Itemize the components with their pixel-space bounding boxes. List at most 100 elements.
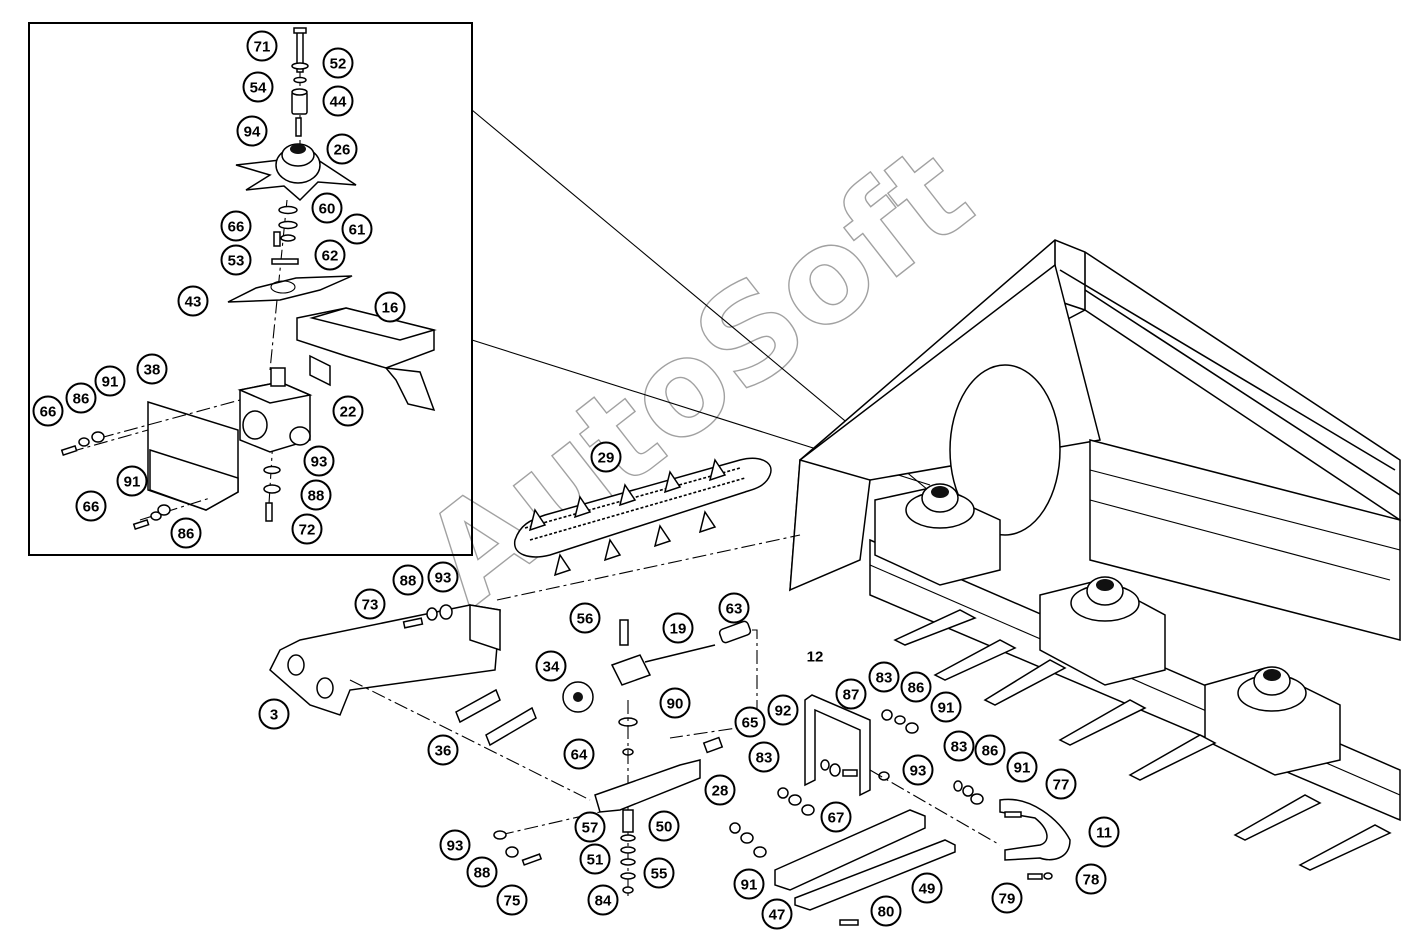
- callout-label: 55: [651, 866, 668, 883]
- callout-label: 3: [270, 707, 278, 724]
- callout-57: 57: [574, 811, 606, 843]
- callout-label: 61: [349, 222, 366, 239]
- callout-circle: [300, 479, 332, 511]
- main-frame: [789, 239, 1401, 871]
- callout-67: 67: [820, 801, 852, 833]
- callout-62: 62: [314, 239, 346, 271]
- callout-circle: [734, 706, 766, 738]
- callout-label: 86: [908, 680, 925, 697]
- callout-86: 86: [170, 517, 202, 549]
- callout-circle: [991, 882, 1023, 914]
- callout-circle: [94, 365, 126, 397]
- callout-label: 91: [741, 877, 758, 894]
- callout-77: 77: [1045, 768, 1077, 800]
- callout-65: 65: [734, 706, 766, 738]
- callout-66: 66: [75, 490, 107, 522]
- callout-circle: [659, 687, 691, 719]
- callout-circle: [569, 602, 601, 634]
- callout-circle: [868, 661, 900, 693]
- callout-label: 72: [299, 522, 316, 539]
- callout-label: 62: [322, 248, 339, 265]
- callout-61: 61: [341, 213, 373, 245]
- callout-label: 93: [447, 838, 464, 855]
- callout-label: 36: [435, 743, 452, 760]
- callout-circle: [579, 843, 611, 875]
- callout-circle: [75, 490, 107, 522]
- callout-label: 91: [102, 374, 119, 391]
- callout-circle: [643, 857, 675, 889]
- callout-label: 78: [1083, 872, 1100, 889]
- callout-circle: [870, 895, 902, 927]
- callout-circle: [563, 738, 595, 770]
- inset-parts: [60, 27, 437, 530]
- callout-circle: [236, 115, 268, 147]
- callout-circle: [258, 698, 290, 730]
- callout-circle: [767, 694, 799, 726]
- callout-label: 93: [435, 570, 452, 587]
- callout-50: 50: [648, 810, 680, 842]
- callout-92: 92: [767, 694, 799, 726]
- callout-60: 60: [311, 192, 343, 224]
- callout-label: 56: [577, 611, 594, 628]
- callout-label: 91: [938, 700, 955, 717]
- callout-73: 73: [354, 588, 386, 620]
- callout-circle: [820, 801, 852, 833]
- callout-circle: [177, 285, 209, 317]
- callout-circle: [311, 192, 343, 224]
- callout-91: 91: [930, 691, 962, 723]
- callout-circle: [65, 382, 97, 414]
- plain-labels-layer: 12: [807, 649, 824, 666]
- callout-93: 93: [902, 754, 934, 786]
- callout-87: 87: [835, 678, 867, 710]
- callout-label: 88: [400, 573, 417, 590]
- callout-91: 91: [733, 868, 765, 900]
- callout-36: 36: [427, 734, 459, 766]
- callout-label: 87: [843, 687, 860, 704]
- callout-44: 44: [322, 85, 354, 117]
- callout-circle: [1088, 816, 1120, 848]
- callout-label: 28: [712, 783, 729, 800]
- callout-circle: [943, 730, 975, 762]
- callout-circle: [648, 810, 680, 842]
- callout-circle: [291, 513, 323, 545]
- callout-63: 63: [718, 592, 750, 624]
- callout-71: 71: [246, 30, 278, 62]
- callout-circle: [733, 868, 765, 900]
- callout-88: 88: [300, 479, 332, 511]
- callout-label: 83: [951, 739, 968, 756]
- callout-circle: [590, 441, 622, 473]
- callout-label: 49: [919, 881, 936, 898]
- callout-label: 93: [311, 454, 328, 471]
- callout-19: 19: [662, 612, 694, 644]
- callout-91: 91: [116, 465, 148, 497]
- callout-90: 90: [659, 687, 691, 719]
- callout-66: 66: [220, 210, 252, 242]
- callout-83: 83: [868, 661, 900, 693]
- callout-circle: [116, 465, 148, 497]
- callout-72: 72: [291, 513, 323, 545]
- callout-79: 79: [991, 882, 1023, 914]
- callout-circle: [761, 898, 793, 930]
- callout-circle: [332, 395, 364, 427]
- callout-64: 64: [563, 738, 595, 770]
- callout-78: 78: [1075, 863, 1107, 895]
- callout-label: 73: [362, 597, 379, 614]
- callout-label: 90: [667, 696, 684, 713]
- callout-label: 88: [308, 488, 325, 505]
- callout-circle: [170, 517, 202, 549]
- callout-circle: [1075, 863, 1107, 895]
- callout-label: 94: [244, 124, 261, 141]
- callout-label: 34: [543, 659, 560, 676]
- callout-circle: [314, 239, 346, 271]
- callout-label: 88: [474, 865, 491, 882]
- callout-label: 65: [742, 715, 759, 732]
- callout-circle: [427, 561, 459, 593]
- callout-circle: [1045, 768, 1077, 800]
- callout-86: 86: [900, 671, 932, 703]
- callout-circle: [535, 650, 567, 682]
- callout-88: 88: [466, 856, 498, 888]
- callout-circle: [427, 734, 459, 766]
- callout-11: 11: [1088, 816, 1120, 848]
